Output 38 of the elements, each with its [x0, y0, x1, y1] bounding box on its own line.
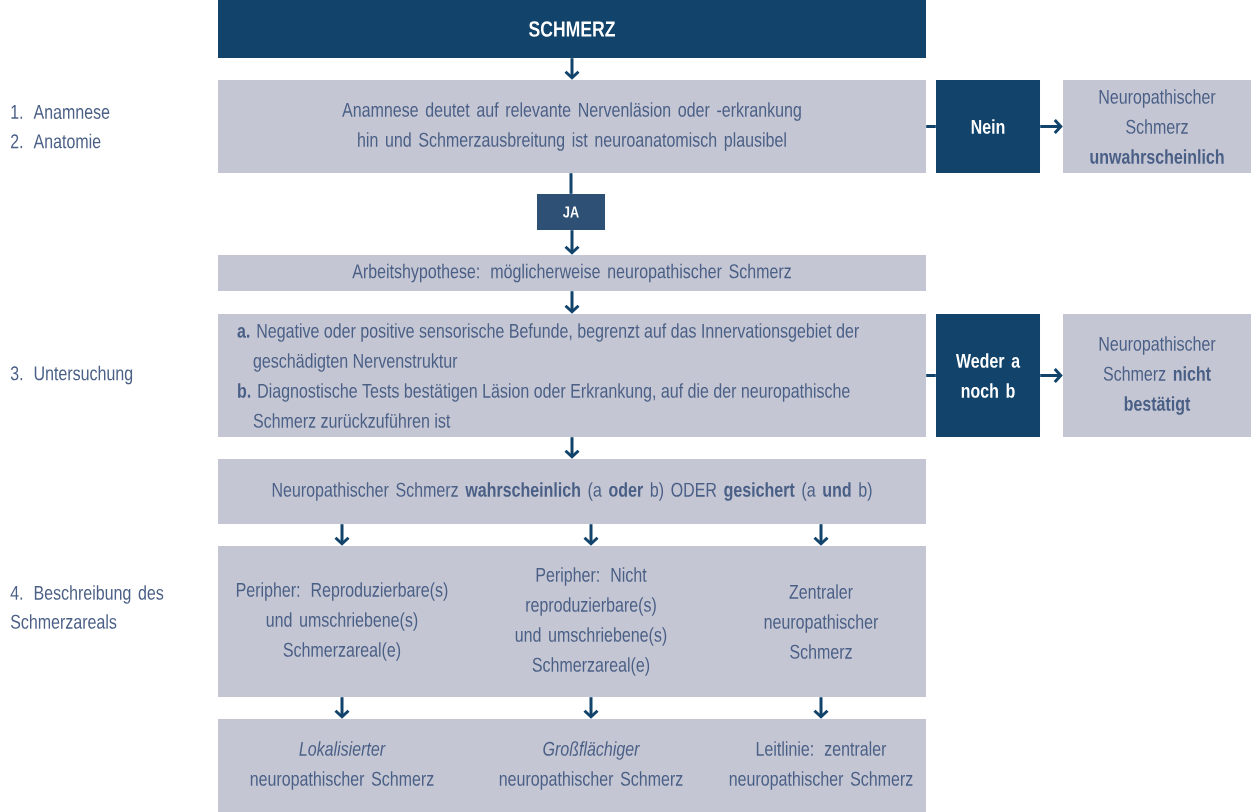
arrow — [564, 230, 580, 255]
arrow — [564, 291, 580, 314]
step-label: 1. Anamnese — [11, 105, 110, 119]
arrow — [1040, 119, 1063, 134]
node-label: Peripher: Reproduzierbare(s) und umschriebene(s) Schmerzareal(e) — [236, 582, 448, 661]
node-label: Großflächiger neuropathischer Schmerz — [499, 741, 683, 790]
result-box: Großflächiger neuropathischer Schmerz — [466, 719, 716, 812]
node-label: Leitlinie: zentraler neuropathischer Schmerz — [729, 741, 913, 790]
process-box: Arbeitshypothese: möglicherweise neuropathischer Schmerz — [218, 255, 926, 291]
arrow — [334, 697, 350, 719]
node-label: Zentraler neuropathischer Schmerz — [764, 584, 879, 659]
node-label: Lokalisierter neuropathischer Schmerz — [250, 741, 434, 790]
result-box: Neuropathischer Schmerz nicht bestätigt — [1063, 314, 1251, 437]
process-box: Anamnese deutet auf relevante Nervenläsion oder -erkrankung hin und Schmerzausbreitung ist neuroanatomisch plausibel — [218, 80, 926, 173]
decision-box: Nein — [936, 80, 1040, 173]
category-box: Peripher: Reproduzierbare(s) und umschriebene(s) Schmerzareal(e) — [218, 546, 466, 697]
decision-box: Weder a noch b — [936, 314, 1040, 437]
category-box: Peripher: Nicht reproduzierbare(s) und umschriebene(s) Schmerzareal(e) — [466, 546, 716, 697]
step-label: 3. Untersuchung — [10, 365, 133, 385]
arrow — [564, 58, 580, 80]
arrow — [583, 524, 599, 546]
arrow — [813, 697, 829, 719]
result-box: Leitlinie: zentraler neuropathischer Schmerz — [716, 719, 926, 812]
node-label: Peripher: Nicht reproduzierbare(s) und umschriebene(s) Schmerzareal(e) — [515, 567, 667, 676]
arrow — [1040, 368, 1063, 384]
result-box: Neuropathischer Schmerz wahrscheinlich (a oder b) ODER gesichert (a und b) — [218, 459, 926, 524]
arrow — [334, 524, 350, 546]
title-bar: SCHMERZ — [218, 0, 926, 58]
criteria-box: a. Negative oder positive sensorische Befunde, begrenzt auf das Innervationsgebiet der geschädigten Nervenstruktur b. Diagnostische Tests bestätigen Läsion oder Erkrankung, auf die der neuropathische Schmerz zurückzuführen ist — [218, 314, 926, 437]
arrow — [583, 697, 599, 719]
arrow — [813, 524, 829, 546]
decision-box: JA — [537, 194, 605, 230]
step-label: 2. Anatomie — [11, 133, 101, 149]
category-box: Zentraler neuropathischer Schmerz — [716, 546, 926, 697]
step-label: 4. Beschreibung des Schmerzareals — [10, 585, 164, 629]
arrow — [564, 437, 580, 459]
result-box: Lokalisierter neuropathischer Schmerz — [218, 719, 466, 812]
result-box: Neuropathischer Schmerz unwahrscheinlich — [1063, 80, 1251, 173]
